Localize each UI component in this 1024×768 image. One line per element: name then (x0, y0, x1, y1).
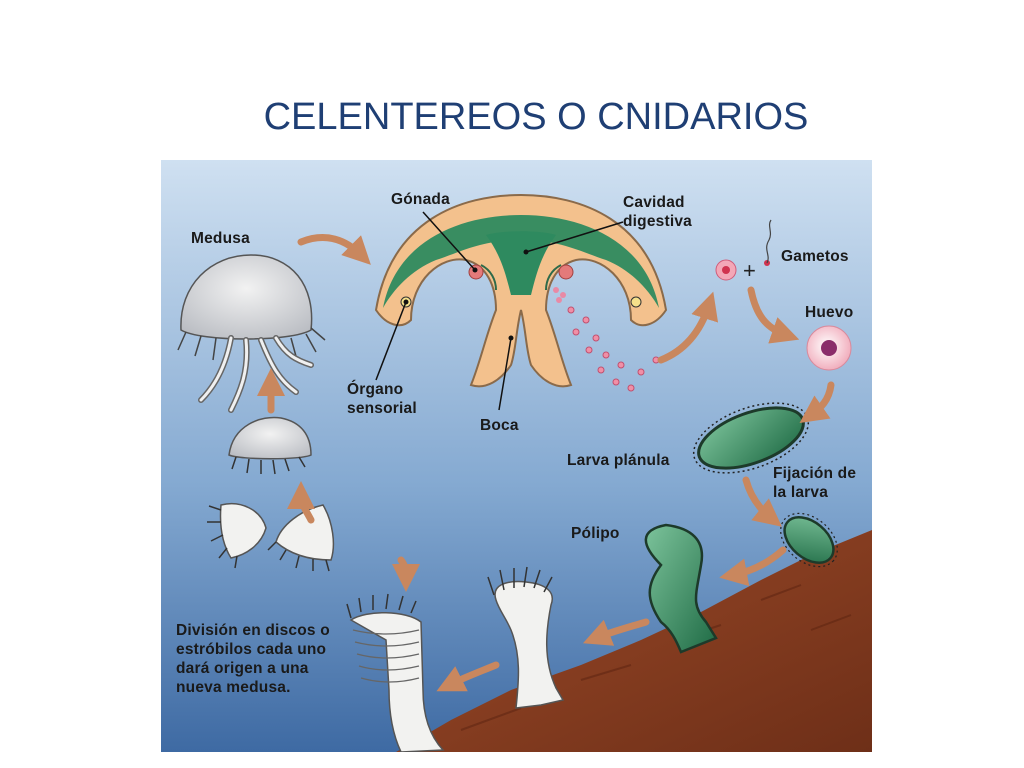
sea-floor-rock (396, 530, 872, 752)
ephyra-disc-small (207, 503, 267, 569)
adult-medusa (177, 254, 326, 413)
label-organo-sensorial: Órgano sensorial (347, 381, 417, 417)
label-larva-planula: Larva plánula (567, 452, 670, 469)
label-gonada: Gónada (391, 191, 450, 208)
label-boca: Boca (480, 417, 519, 434)
egg-cell (806, 325, 852, 371)
label-fijacion-larva: Fijación de la larva (773, 465, 857, 501)
young-medusa (228, 416, 312, 475)
ephyra-disc (267, 504, 335, 572)
cycle-arrows (257, 234, 835, 692)
gamete-cells: + (715, 219, 772, 283)
young-strobila (487, 566, 565, 709)
life-cycle-diagram: + (161, 160, 872, 752)
polyp (644, 523, 718, 654)
label-polipo: Pólipo (571, 525, 620, 542)
label-cavidad-digestiva: Cavidad digestiva (623, 194, 692, 230)
slide-title: CELENTEREOS O CNIDARIOS (263, 96, 809, 138)
label-gametos: Gametos (781, 248, 849, 265)
label-huevo: Huevo (805, 304, 854, 321)
attached-larva (780, 512, 838, 568)
svg-text:+: + (743, 258, 756, 283)
label-division-discos: División en discos o estróbilos cada uno… (176, 622, 330, 696)
diagram-canvas: + (161, 160, 872, 752)
released-gametes (567, 306, 660, 392)
label-medusa: Medusa (191, 230, 250, 247)
strobila-with-discs (346, 593, 445, 752)
medusa-cross-section (374, 193, 668, 411)
